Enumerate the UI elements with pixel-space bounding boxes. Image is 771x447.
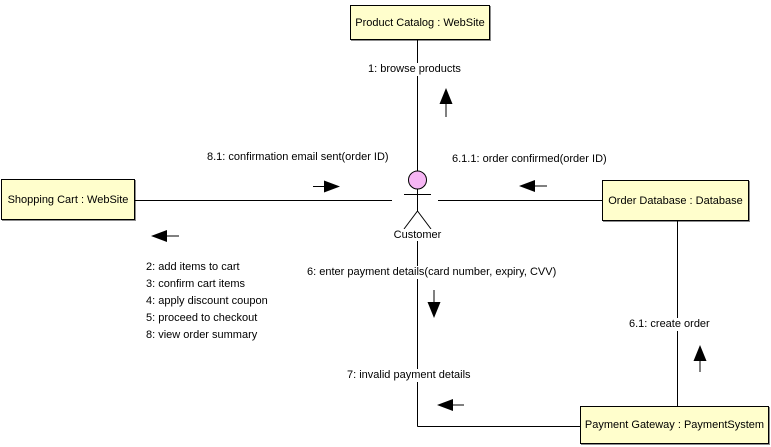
node-product-catalog-label: Product Catalog : WebSite xyxy=(355,16,485,29)
node-order-database[interactable]: Order Database : Database xyxy=(602,180,749,221)
actor-customer[interactable] xyxy=(403,170,432,230)
actor-head xyxy=(408,170,427,190)
message-view-summary: 8: view order summary xyxy=(146,329,258,341)
arrow-left-cart-messages-icon xyxy=(151,230,179,242)
arrow-up-create-order-icon xyxy=(693,345,707,372)
arrow-right-confirmation-email-icon xyxy=(313,180,340,193)
message-confirmation-email: 8.1: confirmation email sent(order ID) xyxy=(205,151,391,164)
arrow-left-order-confirmed-icon xyxy=(519,180,547,192)
actor-leg-right xyxy=(417,210,432,230)
node-payment-gateway[interactable]: Payment Gateway : PaymentSystem xyxy=(580,406,769,444)
node-shopping-cart-label: Shopping Cart : WebSite xyxy=(7,193,129,206)
node-order-database-label: Order Database : Database xyxy=(608,194,743,207)
message-order-confirmed: 6.1.1: order confirmed(order ID) xyxy=(450,153,609,166)
message-apply-coupon: 4: apply discount coupon xyxy=(146,295,268,307)
actor-customer-label: Customer xyxy=(388,229,447,241)
node-product-catalog[interactable]: Product Catalog : WebSite xyxy=(350,5,490,40)
arrow-left-invalid-payment-icon xyxy=(437,399,464,411)
node-shopping-cart[interactable]: Shopping Cart : WebSite xyxy=(1,179,135,220)
message-browse-products: 1: browse products xyxy=(366,63,463,76)
message-invalid-payment: 7: invalid payment details xyxy=(345,369,473,382)
message-create-order: 6.1: create order xyxy=(627,318,712,331)
arrow-up-browse-products-icon xyxy=(439,88,453,117)
message-add-items: 2: add items to cart xyxy=(146,261,240,273)
message-cart-sequence: 2: add items to cart 3: confirm cart ite… xyxy=(146,259,268,344)
message-proceed-checkout: 5: proceed to checkout xyxy=(146,312,258,324)
arrow-down-enter-payment-icon xyxy=(427,290,441,318)
message-enter-payment: 6: enter payment details(card number, ex… xyxy=(305,266,559,279)
node-payment-gateway-label: Payment Gateway : PaymentSystem xyxy=(584,419,765,431)
actor-leg-left xyxy=(403,210,418,230)
message-confirm-items: 3: confirm cart items xyxy=(146,278,246,290)
